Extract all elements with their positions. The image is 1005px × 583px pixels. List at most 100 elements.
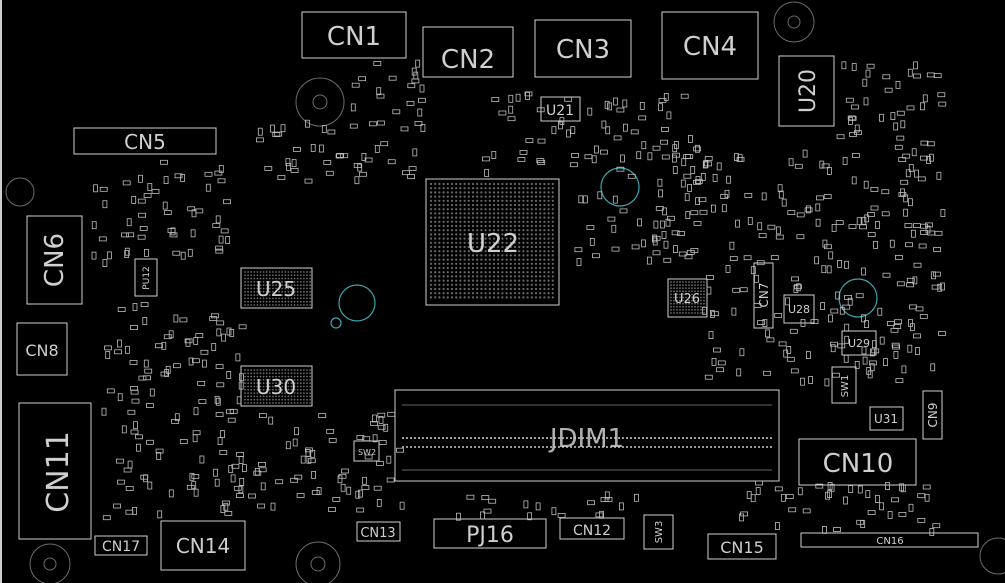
bga-ball [429, 229, 433, 232]
passive-component [401, 170, 410, 176]
bga-ball [509, 199, 512, 202]
bga-ball [497, 258, 500, 261]
passive-component [634, 493, 639, 502]
chip-pad [691, 309, 693, 311]
bga-ball [497, 233, 500, 236]
passive-component [235, 353, 241, 362]
bga-ball [484, 229, 487, 232]
bga-ball [505, 262, 508, 265]
passive-component [861, 267, 866, 276]
passive-component [877, 307, 883, 316]
passive-component [794, 284, 802, 290]
passive-component [806, 351, 811, 360]
chip-pad [268, 304, 271, 306]
passive-component [91, 251, 97, 260]
cn17-label: CN17 [102, 539, 140, 555]
bga-ball [429, 279, 433, 282]
bga-ball [480, 254, 483, 257]
connector-cn10: CN10 [798, 438, 917, 486]
passive-component [693, 220, 702, 226]
passive-component [576, 258, 582, 266]
bga-ball [501, 229, 504, 232]
bga-ball [455, 275, 458, 278]
bga-ball [446, 233, 449, 236]
passive-component [908, 164, 914, 173]
chip-pad [247, 287, 250, 290]
passive-component [195, 208, 204, 214]
bga-ball [471, 216, 475, 219]
bga-ball [509, 250, 512, 253]
passive-component [816, 195, 824, 201]
chip-pad [290, 402, 293, 404]
passive-component [605, 126, 611, 135]
passive-component [887, 511, 893, 519]
chip-pad [299, 287, 302, 290]
chip-pad [296, 392, 299, 394]
bga-ball [547, 187, 550, 190]
bga-ball [501, 199, 504, 202]
passive-component [163, 334, 172, 340]
passive-component [724, 189, 730, 198]
bga-ball [463, 241, 466, 244]
bga-ball [434, 266, 437, 270]
chip-pad [306, 287, 308, 290]
bga-ball [526, 233, 529, 236]
bga-ball [438, 233, 441, 236]
chip-pad [275, 290, 277, 293]
passive-component [336, 152, 345, 158]
chip-pad [287, 274, 290, 277]
chip-pad [703, 281, 705, 283]
bga-ball [463, 266, 466, 270]
chip-pad [287, 369, 290, 371]
passive-component [121, 425, 127, 434]
chip-pad [275, 297, 277, 300]
bga-ball [484, 199, 487, 202]
connector-cn5: CN5 [73, 127, 217, 155]
bga-ball [522, 203, 525, 207]
bga-ball [509, 182, 512, 186]
u31-label: U31 [874, 412, 898, 426]
chip-pad [284, 402, 287, 404]
chip-pad [247, 294, 250, 296]
bga-ball [463, 275, 466, 278]
passive-component [848, 224, 857, 230]
passive-component [630, 129, 639, 135]
passive-component [197, 380, 206, 386]
bga-ball [509, 266, 512, 270]
bga-ball [429, 199, 433, 202]
passive-component [708, 331, 714, 340]
chip-pad [697, 287, 699, 290]
passive-component [571, 152, 579, 158]
bga-ball [459, 258, 462, 261]
bga-ball [501, 296, 504, 299]
chip-pad [694, 287, 696, 290]
chip-pad [299, 395, 302, 398]
passive-component [631, 244, 640, 250]
chip-pad [685, 309, 687, 311]
passive-component [672, 166, 678, 174]
passive-component [875, 495, 880, 503]
bga-ball [551, 279, 554, 282]
bga-ball [438, 237, 441, 240]
chip-pad [278, 402, 280, 404]
passive-component [712, 173, 718, 182]
chip-pad [309, 287, 311, 290]
passive-component [213, 468, 219, 477]
passive-component [821, 265, 827, 274]
bga-ball [492, 279, 496, 282]
bga-ball [442, 287, 445, 291]
passive-component [902, 153, 911, 159]
chip-pad [303, 271, 305, 273]
bga-ball [484, 216, 487, 219]
bga-ball [539, 208, 542, 211]
passive-component [143, 248, 149, 257]
bga-ball [450, 296, 454, 299]
passive-component [690, 210, 699, 216]
chip-pad [265, 372, 268, 375]
chip-pad [700, 290, 702, 293]
passive-component [230, 474, 236, 483]
chip-pad [262, 284, 265, 287]
chip-pad [256, 372, 259, 375]
chip-pad [278, 379, 280, 381]
passive-component [140, 302, 149, 308]
